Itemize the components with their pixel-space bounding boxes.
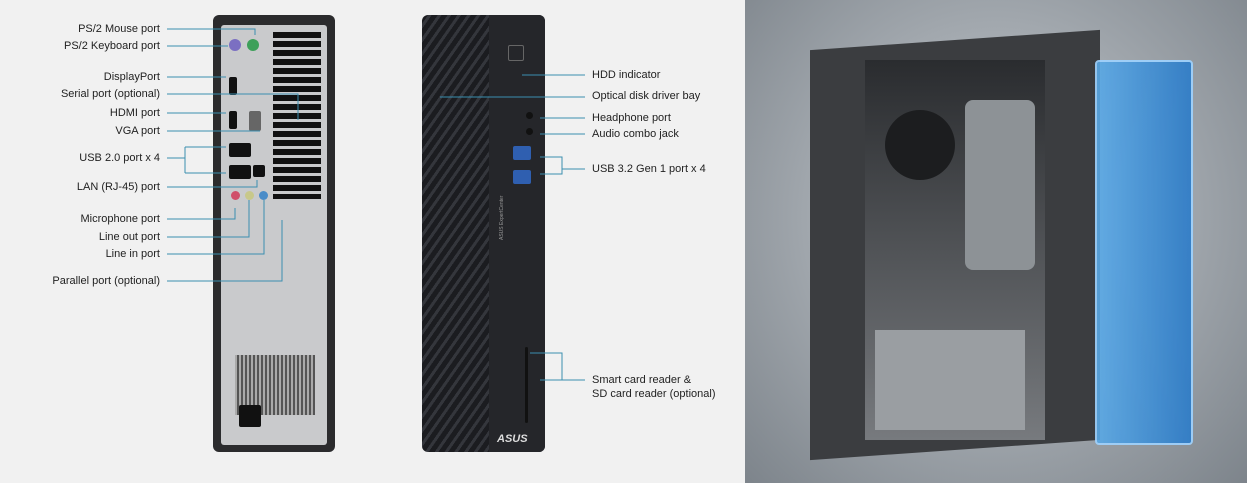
usb-ports-bottom bbox=[229, 165, 251, 179]
label-sd-card-reader: SD card reader (optional) bbox=[592, 388, 716, 400]
headphone-port bbox=[526, 112, 533, 119]
front-panel-image: ASUS ExpertCenter ASUS bbox=[422, 15, 545, 452]
label-displayport: DisplayPort bbox=[103, 71, 160, 83]
label-parallel-port: Parallel port (optional) bbox=[52, 275, 160, 287]
label-smart-card-reader: Smart card reader & bbox=[592, 374, 692, 386]
label-hdmi-port: HDMI port bbox=[109, 107, 160, 119]
label-ps2-keyboard-port: PS/2 Keyboard port bbox=[63, 40, 160, 52]
rear-panel-image bbox=[213, 15, 335, 452]
label-microphone-port: Microphone port bbox=[80, 213, 161, 225]
audio-combo-jack bbox=[526, 128, 533, 135]
label-headphone-port: Headphone port bbox=[592, 112, 671, 124]
front-io-panel: ASUS ExpertCenter ASUS bbox=[489, 15, 545, 452]
usb-3-ports-bottom bbox=[513, 170, 531, 184]
label-usb-2-ports: USB 2.0 port x 4 bbox=[79, 152, 160, 164]
power-supply bbox=[875, 330, 1025, 430]
label-ps2-mouse-port: PS/2 Mouse port bbox=[78, 23, 160, 35]
displayport bbox=[229, 77, 237, 95]
interior-photo bbox=[745, 0, 1247, 483]
vent-grille bbox=[273, 29, 321, 199]
cpu-fan bbox=[885, 110, 955, 180]
tool-less-side-panel bbox=[1095, 60, 1193, 445]
microphone-port bbox=[231, 191, 240, 200]
io-backplate bbox=[221, 25, 327, 445]
line-in-port bbox=[259, 191, 268, 200]
label-hdd-indicator: HDD indicator bbox=[592, 69, 661, 81]
lan-port bbox=[253, 165, 265, 177]
card-reader-slots bbox=[525, 347, 528, 423]
asus-logo: ASUS bbox=[497, 433, 528, 445]
usb-ports-top bbox=[229, 143, 251, 157]
vga-port bbox=[249, 111, 261, 131]
power-socket bbox=[239, 405, 261, 427]
power-button bbox=[508, 45, 524, 61]
ps2-keyboard-port bbox=[229, 39, 241, 51]
label-usb-3-ports: USB 3.2 Gen 1 port x 4 bbox=[592, 163, 706, 175]
label-vga-port: VGA port bbox=[115, 125, 160, 137]
line-out-port bbox=[245, 191, 254, 200]
hdmi-port bbox=[229, 111, 237, 129]
label-serial-port: Serial port (optional) bbox=[60, 88, 160, 100]
usb-3-ports-top bbox=[513, 146, 531, 160]
label-lan-port: LAN (RJ-45) port bbox=[76, 181, 160, 193]
chassis-interior bbox=[865, 60, 1045, 440]
label-line-in-port: Line in port bbox=[105, 248, 160, 260]
label-line-out-port: Line out port bbox=[98, 231, 160, 243]
ps2-mouse-port bbox=[247, 39, 259, 51]
label-optical-drive-bay: Optical disk driver bay bbox=[592, 90, 701, 102]
hard-drive bbox=[965, 100, 1035, 270]
label-audio-combo-jack: Audio combo jack bbox=[592, 128, 679, 140]
